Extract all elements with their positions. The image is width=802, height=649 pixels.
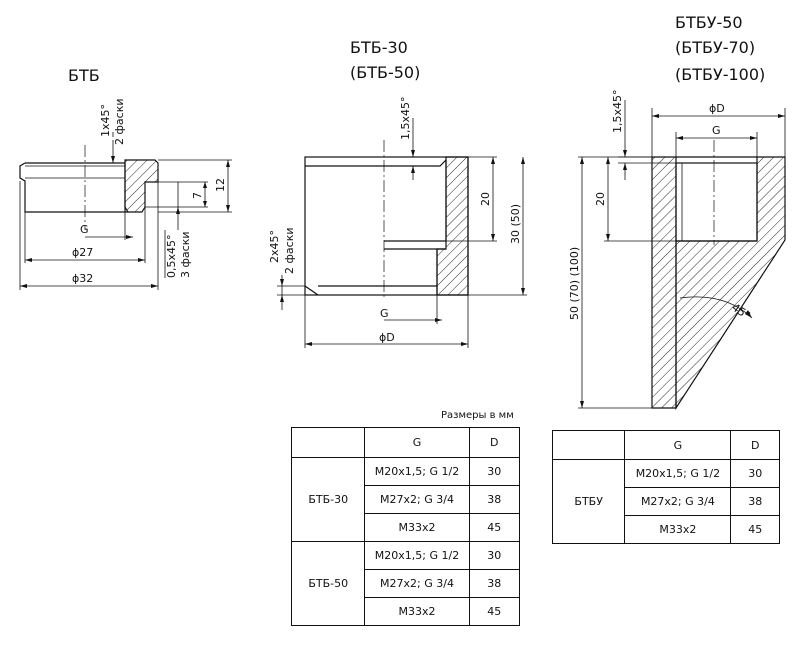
dim-12: 12 xyxy=(214,178,227,192)
table-row: БТБ-30 M20x1,5; G 1/2 30 xyxy=(290,457,521,542)
title-btb30: БТБ-30 xyxy=(350,38,408,57)
table-header-g: G xyxy=(364,427,470,458)
cell-d: 38 xyxy=(468,569,521,598)
dim-g-btbu: G xyxy=(712,124,721,137)
cell-d: 38 xyxy=(730,487,780,516)
table-row: M33x2 45 xyxy=(292,597,521,626)
title-btbu100-alt: (БТБУ-100) xyxy=(675,65,765,84)
dim-three-chamfers: 3 фаски xyxy=(179,232,192,278)
cell-d: 45 xyxy=(730,515,780,544)
dim-30-50: 30 (50) xyxy=(509,204,522,244)
drawing-btbu: ϕD G 1,5x45° 20 50 (70) (100) 45° xyxy=(568,89,786,411)
specs-table-btbu: G D БТБУ M20x1,5; G 1/2 30 M27x2; G 3/4 … xyxy=(551,430,780,544)
cell-d: 38 xyxy=(468,485,521,514)
cell-d: 45 xyxy=(468,597,521,626)
dim-chamfer-15x45-btbu: 1,5x45° xyxy=(611,89,624,133)
section-hatch xyxy=(651,156,677,409)
dim-20-btbu: 20 xyxy=(594,192,607,206)
group-name: БТБ-30 xyxy=(290,457,366,542)
title-btb50-alt: (БТБ-50) xyxy=(350,63,420,82)
table-header-d: D xyxy=(730,430,780,460)
cell-g: M20x1,5; G 1/2 xyxy=(624,459,732,488)
dim-two-chamfers-2: 2 фаски xyxy=(283,228,296,274)
dim-g-btb30: G xyxy=(380,307,389,320)
section-hatch xyxy=(124,159,159,213)
cell-g: M20x1,5; G 1/2 xyxy=(364,541,470,570)
group-name: БТБУ xyxy=(551,459,626,544)
table-row: M27x2; G 3/4 38 xyxy=(292,569,521,598)
title-btb: БТБ xyxy=(68,66,100,85)
table-header-cell xyxy=(290,427,366,458)
cell-g: M33x2 xyxy=(364,597,470,626)
cell-g: M33x2 xyxy=(364,513,470,542)
table-row: БТБУ M20x1,5; G 1/2 30 xyxy=(551,459,780,544)
cell-g: M33x2 xyxy=(624,515,732,544)
title-btbu50: БТБУ-50 xyxy=(675,13,743,32)
dim-g-btb: G xyxy=(80,223,89,236)
section-hatch xyxy=(675,156,786,411)
table-header-row: G D xyxy=(290,427,521,458)
dim-50-70-100: 50 (70) (100) xyxy=(568,247,581,320)
table-row: БТБ-50 M20x1,5; G 1/2 30 xyxy=(290,541,521,626)
table-header-d: D xyxy=(468,427,521,458)
dim-chamfer-2x45: 2x45° xyxy=(268,230,281,263)
cell-g: M27x2; G 3/4 xyxy=(624,487,732,516)
dim-d27: ϕ27 xyxy=(72,246,93,259)
cell-d: 30 xyxy=(730,459,780,488)
cell-d: 45 xyxy=(468,513,521,542)
table-row: M27x2; G 3/4 38 xyxy=(553,487,780,516)
cell-g: M20x1,5; G 1/2 xyxy=(364,457,470,486)
dim-chamfer-1x45: 1x45° xyxy=(99,104,112,137)
specs-table-btb: G D БТБ-30 M20x1,5; G 1/2 30 M27x2; G 3/… xyxy=(290,427,521,626)
cell-g: M27x2; G 3/4 xyxy=(364,569,470,598)
drawing-btb: 1x45° 2 фаски 12 7 0,5x45° 3 фаски G xyxy=(19,99,232,290)
cell-g: M27x2; G 3/4 xyxy=(364,485,470,514)
units-note: Размеры в мм xyxy=(441,410,514,421)
table-header-g: G xyxy=(624,430,732,460)
cell-d: 30 xyxy=(468,457,521,486)
dim-phiD-btbu: ϕD xyxy=(709,102,725,115)
dim-20: 20 xyxy=(479,192,492,206)
section-hatch xyxy=(436,156,469,296)
table-header-row: G D xyxy=(551,430,780,460)
dim-phiD-btb30: ϕD xyxy=(379,331,395,344)
table-header-cell xyxy=(551,430,626,460)
dim-chamfer-05x45: 0,5x45° xyxy=(165,234,178,278)
dim-two-chamfers: 2 фаски xyxy=(113,99,126,145)
table-row: M27x2; G 3/4 38 xyxy=(292,485,521,514)
drawing-btb30: 1,5x45° 20 30 (50) 2x45° 2 фаски G xyxy=(268,96,527,348)
table-row: M33x2 45 xyxy=(553,515,780,544)
cell-d: 30 xyxy=(468,541,521,570)
title-btbu70-alt: (БТБУ-70) xyxy=(675,38,755,57)
dim-d32: ϕ32 xyxy=(72,272,93,285)
dim-7: 7 xyxy=(191,192,204,199)
group-name: БТБ-50 xyxy=(290,541,366,626)
dim-chamfer-15x45: 1,5x45° xyxy=(399,96,412,140)
